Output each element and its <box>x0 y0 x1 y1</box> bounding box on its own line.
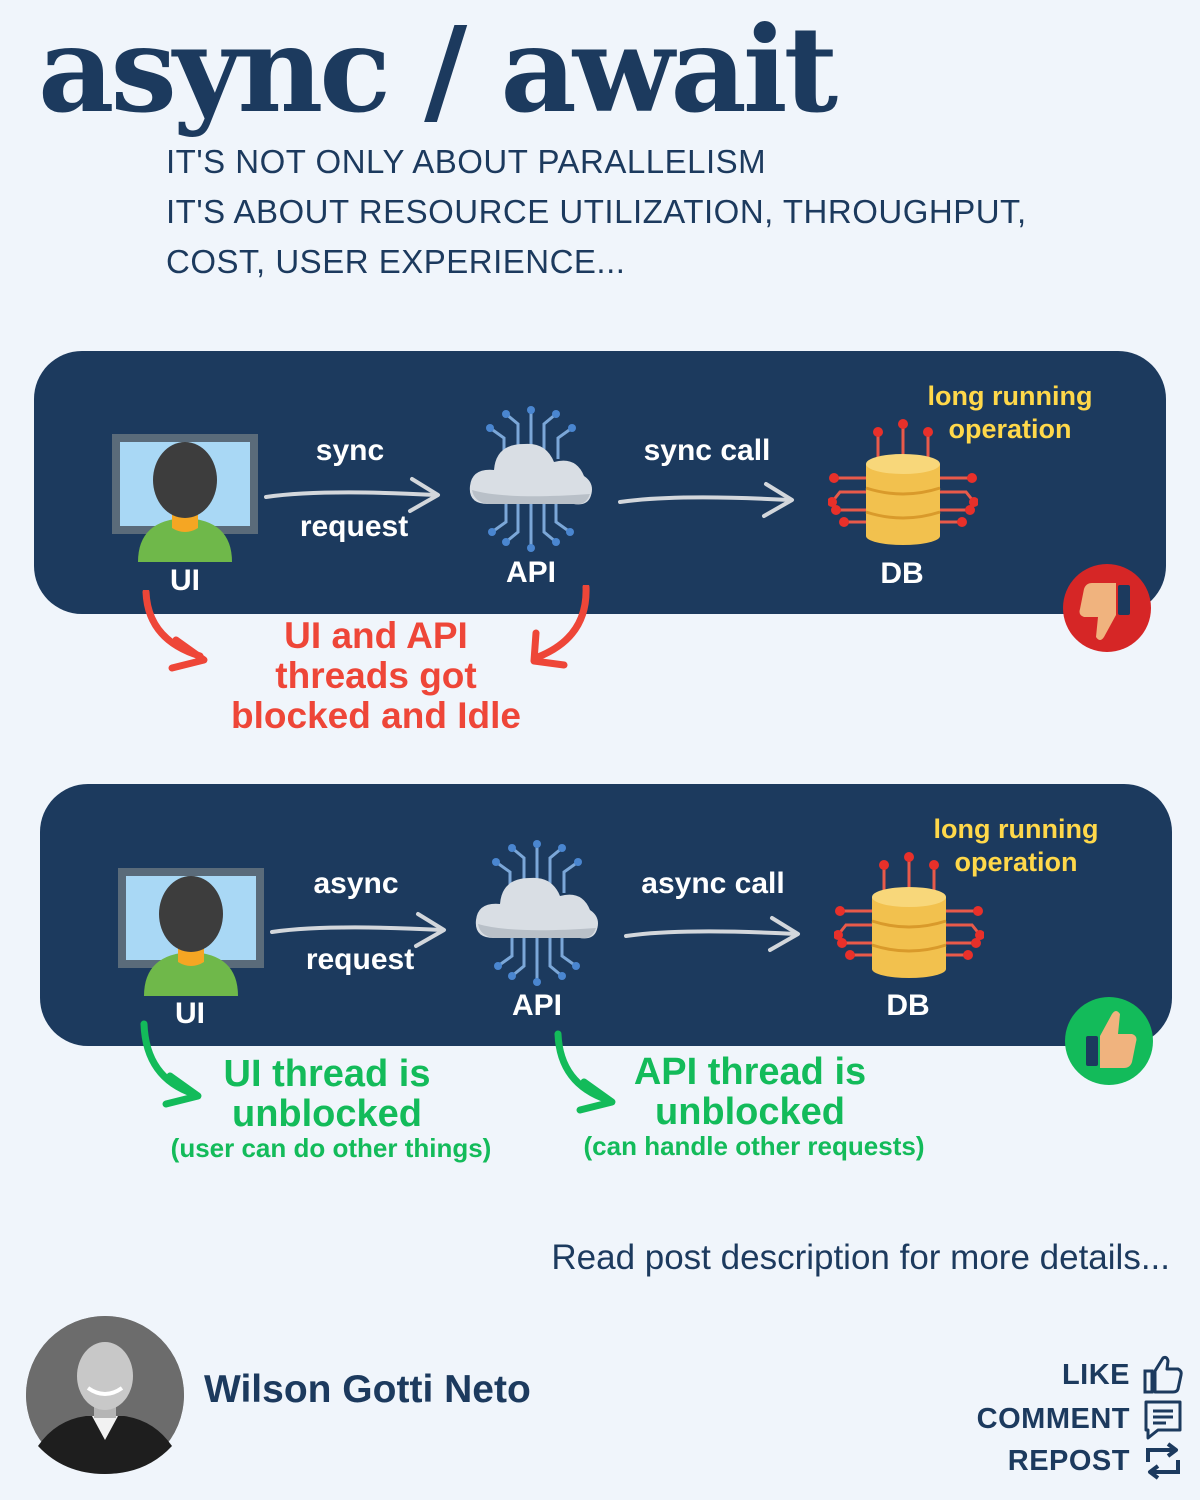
api-unblocked-subtext: (can handle other requests) <box>583 1131 925 1161</box>
red-left-arrow-icon <box>142 590 208 672</box>
ui-user-icon <box>110 432 260 562</box>
sync-call-label: sync call <box>643 434 771 467</box>
subtitle-line-2: IT'S ABOUT RESOURCE UTILIZATION, THROUGH… <box>166 193 1027 230</box>
repost-action[interactable]: REPOST <box>1008 1440 1184 1482</box>
like-action[interactable]: LIKE <box>1062 1354 1184 1396</box>
ui-unblocked-line-2: unblocked <box>231 1092 423 1135</box>
blocked-result-text: UI and API threads got blocked and Idle <box>231 616 521 736</box>
read-more-note: Read post description for more details..… <box>551 1238 1170 1277</box>
note-line-1: long running <box>933 814 1099 844</box>
api-cloud-icon <box>466 404 596 554</box>
ui-unblocked-line-1: UI thread is <box>223 1053 431 1095</box>
repost-icon <box>1146 1442 1180 1480</box>
ui-label: UI <box>175 997 205 1030</box>
repost-label: REPOST <box>1007 1444 1130 1477</box>
subtitle-line-1: IT'S NOT ONLY ABOUT PARALLELISM <box>166 143 767 180</box>
async-request-top-label: async <box>313 867 399 900</box>
ui-unblocked-subtext: (user can do other things) <box>170 1133 492 1163</box>
green-right-arrow-icon <box>554 1030 616 1114</box>
async-request-bottom-label: request <box>305 943 415 976</box>
green-left-arrow-icon <box>140 1020 202 1108</box>
sync-request-top-label: sync <box>315 434 385 467</box>
sync-request-bottom-label: request <box>299 510 409 543</box>
async-call-label: async call <box>641 867 785 900</box>
ui-label: UI <box>170 564 200 597</box>
author-avatar <box>26 1316 184 1474</box>
blocked-line-2: threads got <box>275 654 477 696</box>
red-right-arrow-icon <box>530 585 590 669</box>
blocked-line-3: blocked and Idle <box>231 694 521 736</box>
ui-user-icon <box>116 866 266 996</box>
comment-icon <box>1144 1400 1182 1440</box>
long-running-note: long running operation <box>928 380 1093 446</box>
subtitle-line-3: COST, USER EXPERIENCE... <box>166 243 626 280</box>
call-arrow-icon <box>622 914 802 954</box>
ui-unblocked-text: UI thread is unblocked <box>223 1053 431 1135</box>
author-name: Wilson Gotti Neto <box>204 1368 531 1411</box>
api-unblocked-line-1: API thread is <box>633 1051 867 1093</box>
like-label: LIKE <box>1061 1358 1130 1391</box>
page-title: async / await <box>38 0 838 139</box>
comment-action[interactable]: COMMENT <box>977 1398 1184 1440</box>
call-arrow-icon <box>616 480 796 520</box>
note-line-2: operation <box>954 846 1078 877</box>
api-unblocked-line-2: unblocked <box>654 1090 846 1133</box>
thumbs-up-icon <box>1065 997 1153 1085</box>
like-outline-icon <box>1143 1355 1183 1394</box>
db-label: DB <box>886 989 930 1022</box>
long-running-note: long running operation <box>934 813 1099 879</box>
comment-label: COMMENT <box>976 1402 1130 1435</box>
request-arrow-icon <box>262 475 442 515</box>
db-label: DB <box>880 557 924 590</box>
blocked-line-1: UI and API <box>284 615 468 656</box>
api-label: API <box>511 989 563 1022</box>
thumbs-down-icon <box>1063 564 1151 652</box>
api-cloud-icon <box>472 838 602 988</box>
note-line-2: operation <box>948 413 1072 444</box>
api-label: API <box>505 556 557 589</box>
api-unblocked-text: API thread is unblocked <box>633 1051 867 1133</box>
note-line-1: long running <box>927 381 1093 411</box>
